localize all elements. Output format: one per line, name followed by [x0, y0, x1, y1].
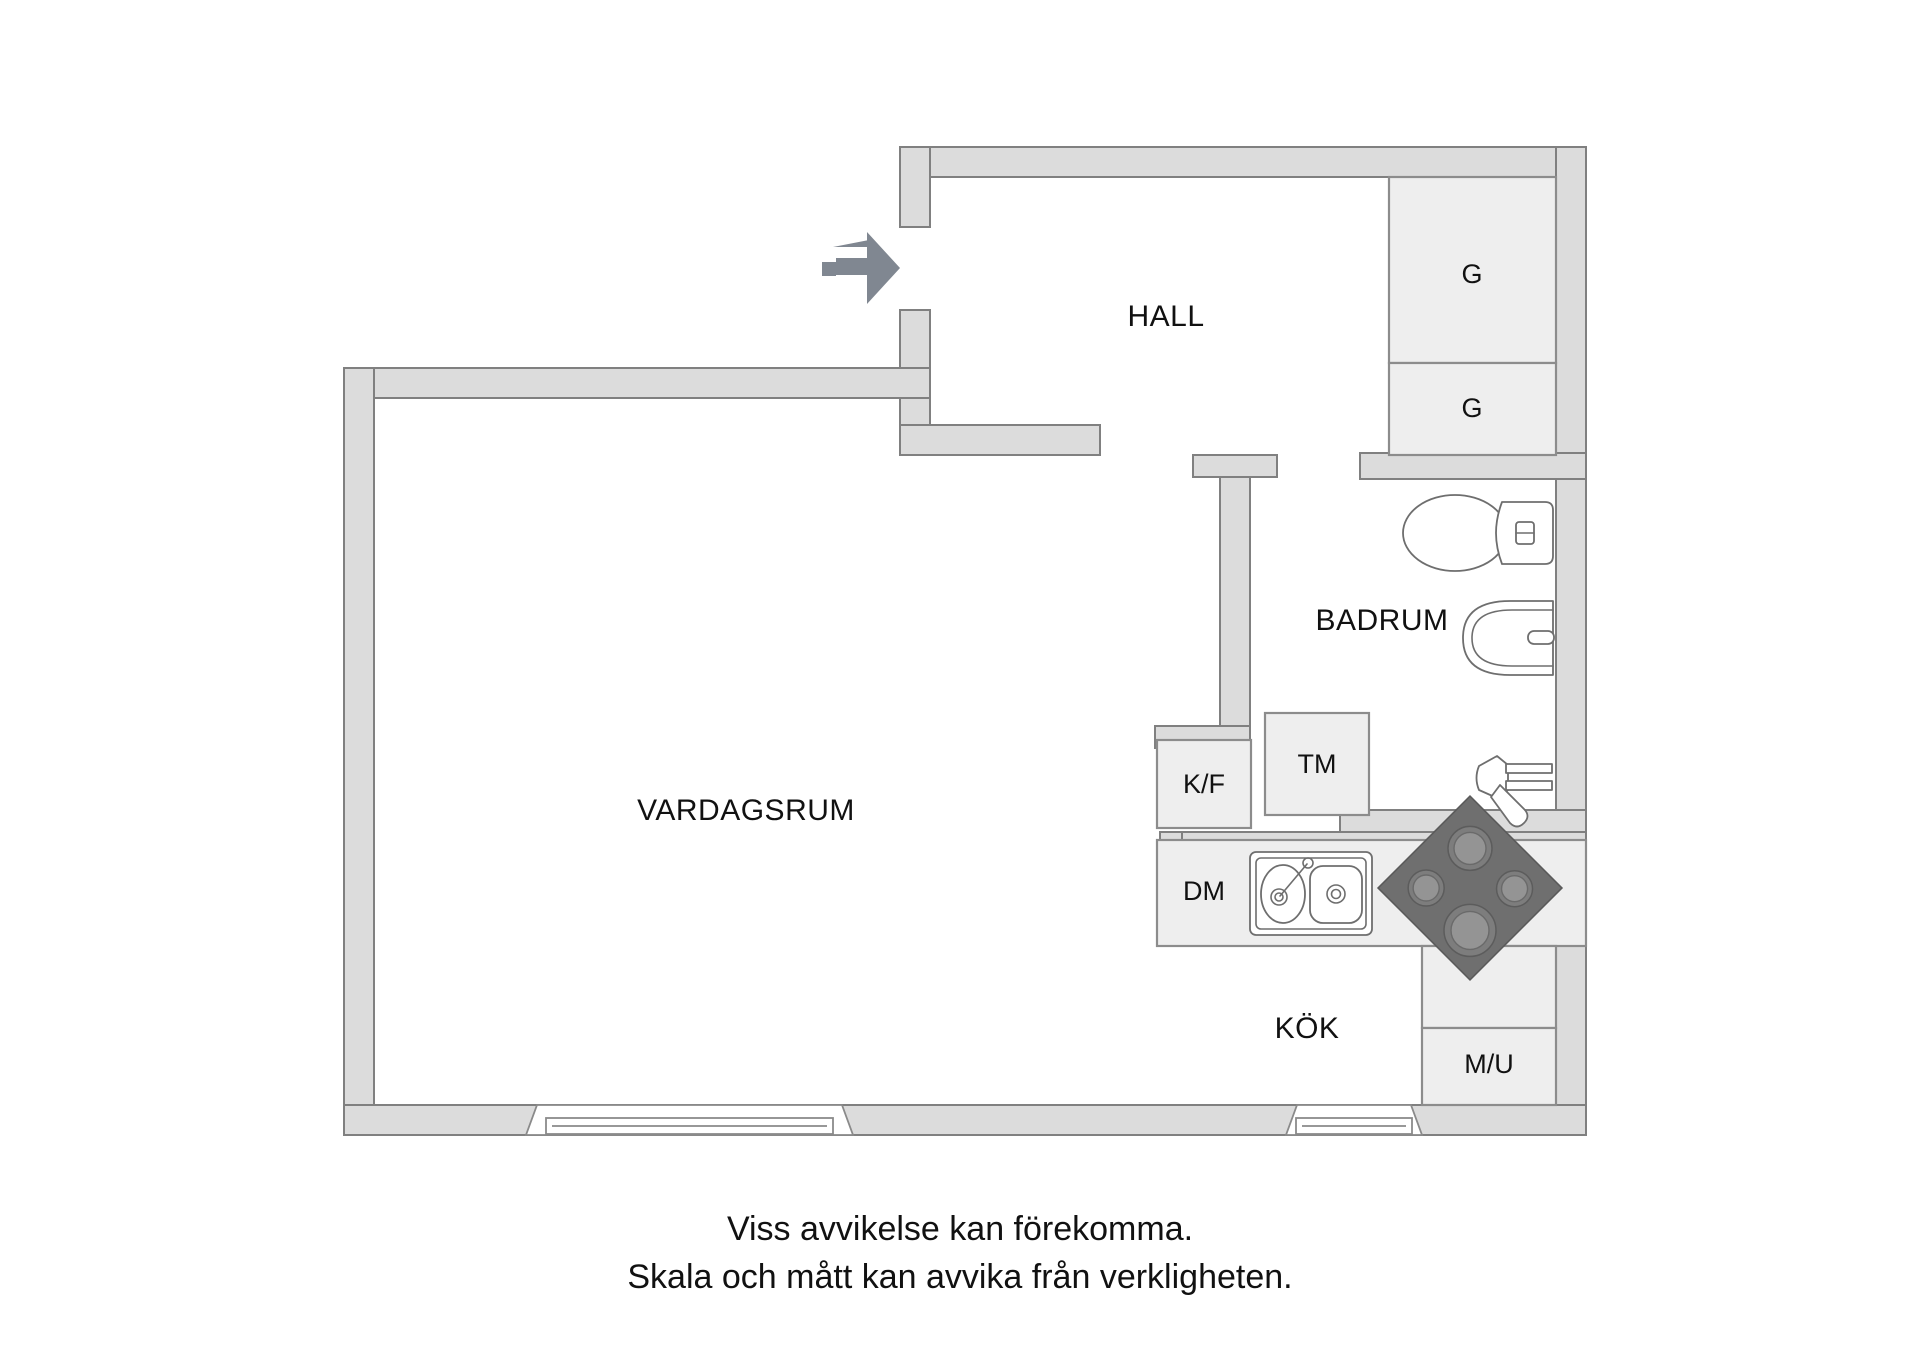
cooktop-body [1376, 794, 1564, 982]
room-label-hall: HALL [1127, 300, 1204, 333]
room-label-badrum: BADRUM [1315, 604, 1448, 637]
cabinet-label-dishwasher: DM [1183, 876, 1225, 906]
shower-wall-arm-2 [1505, 780, 1553, 791]
wash-basin-inner [1471, 609, 1554, 667]
wall-entry-upper-stub [899, 146, 931, 228]
window-living-room [524, 1104, 855, 1136]
room-label-kok: KÖK [1275, 1012, 1340, 1045]
shower-wall-arm [1505, 763, 1553, 774]
window-living-frame [545, 1117, 834, 1135]
entry-arrow-shape [833, 229, 869, 247]
disclaimer-caption: Viss avvikelse kan förekomma. Skala och … [0, 1205, 1920, 1302]
wall-living-kitchen-divider [1219, 454, 1251, 736]
shower-handle [1490, 784, 1529, 828]
wall-left-outer [343, 367, 375, 1136]
sink-large-bowl [1309, 865, 1363, 924]
toilet-icon [1402, 494, 1554, 572]
wash-basin-body [1462, 600, 1554, 676]
wall-corridor-cap [1192, 454, 1278, 478]
entry-arrow-body [836, 232, 900, 304]
room-label-vardagsrum: VARDAGSRUM [637, 794, 855, 827]
cabinet-wardrobe-upper[interactable] [1387, 175, 1558, 365]
cabinet-label-fridge-freezer: K/F [1183, 769, 1225, 799]
window-kitchen-recess [1284, 1104, 1424, 1136]
sink-drain-outer [1326, 884, 1346, 904]
wall-right-outer [1555, 146, 1587, 1136]
wall-hall-living-divider [899, 424, 1101, 456]
sink-faucet-base [1270, 888, 1288, 906]
caption-line-1: Viss avvikelse kan förekomma. [726, 1210, 1194, 1248]
cabinet-label-oven-microwave: M/U [1464, 1049, 1514, 1079]
kitchen-fixtures [1249, 794, 1564, 982]
sink-faucet-base-inner [1274, 892, 1284, 902]
cabinet-wardrobe-lower[interactable] [1387, 361, 1558, 457]
window-kitchen-frame [1295, 1117, 1413, 1135]
cabinet-label-wardrobe-lower: G [1461, 393, 1482, 423]
cabinet-label-washing-machine: TM [1298, 749, 1337, 779]
cabinet-washing-machine[interactable] [1263, 711, 1371, 817]
wash-basin-faucet [1527, 630, 1555, 645]
entry-arrow-notch [822, 262, 836, 276]
window-living-recess [524, 1104, 855, 1136]
toilet-bowl [1402, 494, 1508, 572]
cooktop-burner-front-right [1443, 903, 1497, 958]
cooktop-icon [1376, 794, 1564, 982]
wall-bathroom-top [1359, 452, 1587, 480]
wall-living-top [343, 367, 931, 399]
room-label-group: HALL VARDAGSRUM BADRUM KÖK [637, 300, 1448, 1045]
bathroom-fixtures [1402, 494, 1555, 828]
sink-inner-frame [1255, 857, 1367, 930]
cabinet-oven-microwave[interactable] [1420, 1026, 1558, 1107]
shower-mixer-icon [1475, 755, 1553, 828]
caption-line-2: Skala och mått kan avvika från verklighe… [627, 1258, 1293, 1297]
kitchen-sink-icon [1249, 851, 1373, 936]
entry-arrow-icon [822, 229, 900, 304]
cabinet-label-wardrobe-upper: G [1461, 259, 1482, 289]
sink-drain-inner [1330, 888, 1342, 900]
cabinet-fridge-freezer[interactable] [1155, 738, 1253, 830]
wall-hall-top [899, 146, 1587, 178]
cooktop-burner-back-right [1495, 869, 1534, 908]
sink-faucet-tip [1302, 857, 1314, 869]
window-kitchen [1284, 1104, 1424, 1136]
window-group [524, 1104, 1424, 1136]
wash-basin-icon [1462, 600, 1555, 676]
cooktop-burner-back-left [1447, 825, 1493, 872]
cooktop-burner-front-left [1407, 869, 1445, 907]
